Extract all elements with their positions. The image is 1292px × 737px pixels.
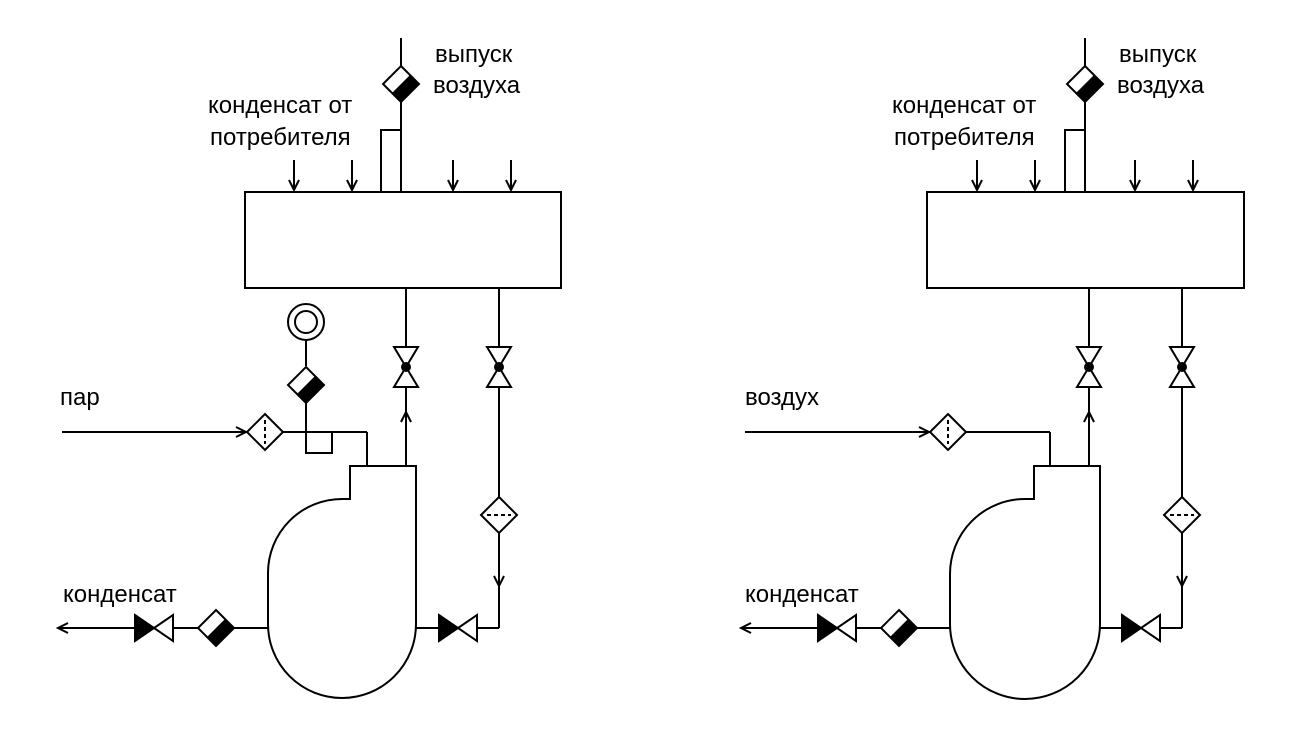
left-consumer-inlets (288, 160, 517, 191)
left-receiver-vessel (267, 465, 417, 699)
left-out-valve-icon (134, 614, 174, 642)
right-valve-1-icon (1076, 346, 1102, 388)
right-out-trap-icon (880, 609, 918, 647)
right-scheme: выпуск воздуха конденсат от потребителя … (740, 38, 1245, 700)
right-air-vent-line (1064, 38, 1104, 192)
left-input-line (62, 413, 368, 466)
right-receiver-vessel (949, 465, 1101, 700)
left-condensate-label: конденсат (63, 581, 177, 608)
right-out-valve-icon (817, 614, 857, 642)
right-outlet-1 (1076, 288, 1102, 466)
left-collector-tank (244, 191, 562, 289)
right-air-vent-label-2: воздуха (1117, 72, 1205, 99)
left-valve-3-icon (438, 614, 478, 642)
right-input-label: воздух (745, 384, 819, 411)
right-consumer-inlets (971, 160, 1199, 191)
left-input-filter-icon (246, 413, 284, 451)
left-air-vent-label: выпуск (435, 41, 513, 68)
right-input-line (745, 413, 1051, 466)
right-input-filter-icon (929, 413, 967, 451)
left-scheme: выпуск воздуха конденсат от потребителя … (57, 38, 562, 699)
left-consumer-label-2: потребителя (210, 124, 351, 151)
right-air-vent-label: выпуск (1119, 41, 1197, 68)
left-trap-icon (287, 366, 325, 404)
left-out-trap-icon (197, 609, 235, 647)
left-valve-1-icon (393, 346, 419, 388)
right-condensate-label: конденсат (745, 581, 859, 608)
right-consumer-label: конденсат от (892, 92, 1036, 119)
left-valve-2-icon (486, 346, 512, 388)
right-outlet-2 (1100, 288, 1201, 642)
left-air-vent-label-2: воздуха (433, 72, 521, 99)
left-filter-icon (480, 496, 518, 534)
right-condensate-out (740, 609, 950, 647)
left-outlet-1 (393, 288, 419, 466)
right-air-vent-trap-icon (1066, 65, 1104, 103)
left-air-vent-line (380, 38, 420, 192)
right-valve-2-icon (1169, 346, 1195, 388)
left-air-vent-trap-icon (382, 65, 420, 103)
right-valve-3-icon (1121, 614, 1161, 642)
right-consumer-label-2: потребителя (894, 124, 1035, 151)
left-input-label: пар (60, 384, 100, 411)
left-level-gauge (287, 303, 325, 432)
right-collector-tank (926, 191, 1245, 289)
left-condensate-out (57, 609, 268, 647)
left-consumer-label: конденсат от (208, 92, 352, 119)
left-outlet-2 (416, 288, 518, 642)
right-filter-icon (1163, 496, 1201, 534)
